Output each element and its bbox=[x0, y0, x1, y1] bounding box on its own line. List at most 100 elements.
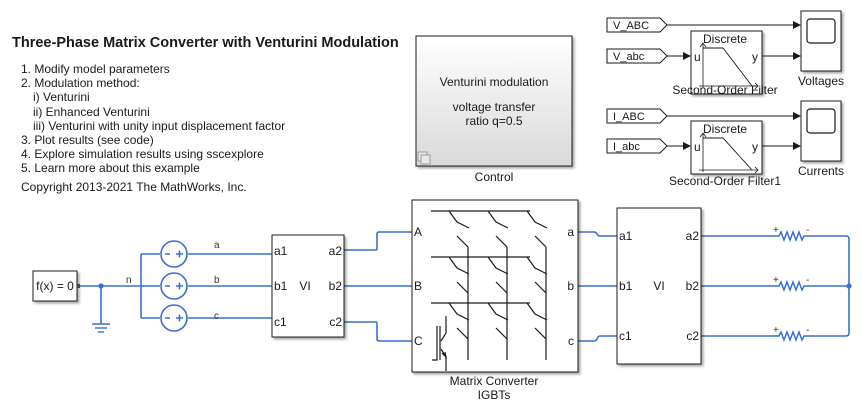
control-subsystem[interactable]: Venturini modulation voltage transfer ra… bbox=[415, 35, 573, 167]
resistor-c[interactable] bbox=[775, 329, 806, 343]
i-abc-upper-goto-tag[interactable]: I_ABC bbox=[606, 108, 668, 124]
switch-element bbox=[456, 281, 469, 294]
svg-text:a1: a1 bbox=[619, 229, 633, 243]
model-title: Three-Phase Matrix Converter with Ventur… bbox=[12, 35, 399, 51]
svg-text:a2: a2 bbox=[686, 229, 700, 243]
control-text-line3: ratio q=0.5 bbox=[465, 114, 522, 128]
filter-axes-icon bbox=[699, 42, 759, 90]
control-label: Control bbox=[475, 170, 514, 184]
switch-element bbox=[456, 235, 469, 248]
lowpass-response-icon bbox=[703, 47, 753, 87]
matrix-converter-label-2: IGBTs bbox=[478, 388, 511, 402]
step-explore-results[interactable]: 4. Explore simulation results using ssce… bbox=[21, 147, 264, 162]
voltage-source-b[interactable] bbox=[160, 272, 188, 300]
resistor-plus-label: + bbox=[773, 225, 779, 236]
step-learn-more[interactable]: 5. Learn more about this example bbox=[21, 161, 200, 176]
svg-text:c: c bbox=[568, 334, 574, 348]
switch-element bbox=[448, 210, 470, 229]
svg-text:b1: b1 bbox=[274, 279, 288, 293]
i-abc-lower-goto-tag[interactable]: I_abc bbox=[606, 138, 668, 154]
svg-text:y: y bbox=[752, 140, 758, 154]
svg-text:b2: b2 bbox=[329, 279, 343, 293]
voltages-scope[interactable] bbox=[800, 10, 842, 72]
voltages-scope-label: Voltages bbox=[798, 74, 844, 88]
switch-matrix-icon bbox=[431, 210, 548, 360]
igbt-symbol-icon bbox=[432, 316, 447, 371]
svg-text:a1: a1 bbox=[274, 244, 288, 258]
wire-a2-A bbox=[344, 231, 412, 251]
node-label-n: n bbox=[126, 275, 132, 286]
step-modify-parameters[interactable]: 1. Modify model parameters bbox=[21, 62, 170, 76]
resistor-minus-label: - bbox=[806, 225, 809, 236]
switch-element bbox=[534, 327, 547, 340]
svg-text:y: y bbox=[752, 50, 758, 64]
scope-screen-icon bbox=[806, 108, 836, 134]
vi-sensor-2[interactable]: a1 b1 c1 a2 b2 c2 VI bbox=[616, 207, 702, 365]
wire-c2-C bbox=[344, 321, 412, 342]
svg-text:I_ABC: I_ABC bbox=[613, 111, 645, 123]
currents-scope[interactable] bbox=[800, 100, 842, 162]
svg-text:b1: b1 bbox=[619, 279, 633, 293]
signal-label-a: a bbox=[214, 240, 220, 251]
vi-sensor-1[interactable]: a1 b1 c1 a2 b2 c2 VI bbox=[271, 234, 345, 338]
currents-scope-label: Currents bbox=[798, 164, 844, 178]
voltage-source-c[interactable] bbox=[160, 304, 188, 332]
resistor-minus-label: - bbox=[806, 275, 809, 286]
switch-element bbox=[526, 256, 548, 275]
svg-text:c2: c2 bbox=[686, 329, 699, 343]
second-order-filter-label: Second-Order Filter bbox=[672, 83, 777, 97]
switch-element bbox=[487, 210, 509, 229]
resistor-plus-label: + bbox=[773, 325, 779, 336]
control-text-line1: Venturini modulation bbox=[440, 75, 549, 89]
svg-text:I_abc: I_abc bbox=[613, 141, 640, 153]
switch-element bbox=[487, 256, 509, 275]
electrical-ground-icon[interactable] bbox=[92, 323, 110, 333]
svg-text:VI: VI bbox=[653, 279, 664, 293]
svg-text:V_abc: V_abc bbox=[613, 51, 645, 63]
svg-text:c2: c2 bbox=[329, 315, 342, 329]
switch-element bbox=[495, 327, 508, 340]
scope-screen-icon bbox=[806, 18, 836, 44]
v-abc-lower-goto-tag[interactable]: V_abc bbox=[606, 48, 668, 64]
voltage-source-a[interactable] bbox=[160, 240, 188, 268]
switch-element bbox=[534, 235, 547, 248]
step-plot-results[interactable]: 3. Plot results (see code) bbox=[21, 133, 154, 148]
lowpass-response-icon bbox=[703, 137, 753, 171]
switch-element bbox=[495, 235, 508, 248]
step-venturini[interactable]: i) Venturini bbox=[33, 90, 90, 105]
resistor-a[interactable] bbox=[775, 229, 806, 243]
svg-text:b2: b2 bbox=[686, 279, 700, 293]
svg-text:c1: c1 bbox=[274, 315, 287, 329]
svg-text:C: C bbox=[414, 334, 423, 348]
v-abc-upper-goto-tag[interactable]: V_ABC bbox=[606, 17, 668, 33]
matrix-converter-igbts[interactable]: A B C a b c bbox=[411, 199, 579, 373]
svg-text:c1: c1 bbox=[619, 329, 632, 343]
subsystem-link-icon bbox=[417, 151, 431, 165]
signal-label-c: c bbox=[214, 311, 219, 322]
switch-element bbox=[495, 281, 508, 294]
second-order-filter[interactable]: Discrete u y bbox=[690, 30, 763, 95]
resistor-b[interactable] bbox=[775, 279, 806, 293]
junction-dot bbox=[98, 283, 104, 289]
instructions-list: 1. Modify model parameters 2. Modulation… bbox=[21, 62, 285, 176]
step-venturini-unity[interactable]: iii) Venturini with unity input displace… bbox=[33, 118, 286, 133]
svg-text:Discrete: Discrete bbox=[703, 32, 747, 46]
load-resistors: +-+-+- bbox=[773, 225, 809, 343]
svg-text:Discrete: Discrete bbox=[703, 122, 747, 136]
step-enhanced-venturini[interactable]: ii) Enhanced Venturini bbox=[33, 104, 150, 119]
solver-configuration[interactable]: f(x) = 0 bbox=[32, 270, 80, 302]
svg-text:A: A bbox=[414, 225, 422, 239]
svg-text:a2: a2 bbox=[329, 244, 343, 258]
signal-label-b: b bbox=[214, 275, 220, 286]
wire-a-a1 bbox=[578, 231, 617, 237]
solver-port bbox=[77, 284, 80, 288]
switch-element bbox=[526, 210, 548, 229]
resistor-minus-label: - bbox=[806, 325, 809, 336]
svg-text:f(x) = 0: f(x) = 0 bbox=[36, 279, 74, 293]
copyright-text: Copyright 2013-2021 The MathWorks, Inc. bbox=[21, 180, 247, 194]
second-order-filter1[interactable]: Discrete u y bbox=[690, 120, 763, 175]
switch-element bbox=[487, 302, 509, 321]
filter-axes-icon bbox=[699, 132, 759, 174]
switch-element bbox=[448, 302, 470, 321]
